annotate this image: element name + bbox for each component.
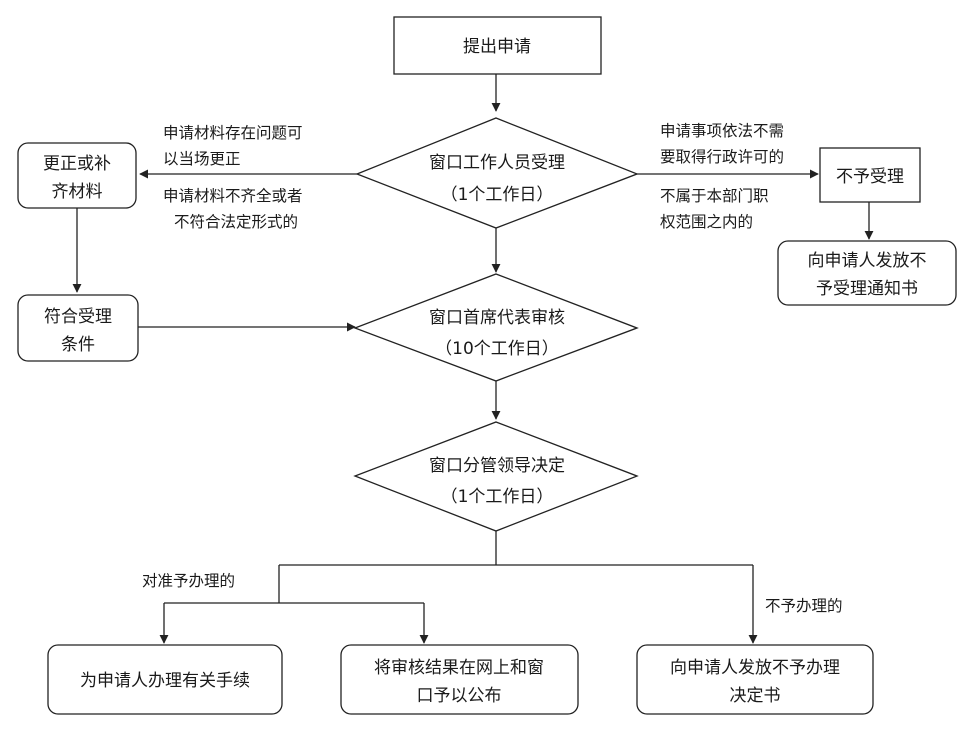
label-notdept-2: 权范围之内的 — [660, 213, 753, 231]
node-handle: 为申请人办理有关手续 — [47, 644, 283, 715]
label-noneed-2: 要取得行政许可的 — [660, 148, 784, 166]
label-deny: 不予办理的 — [765, 597, 843, 615]
node-deny-text-2: 决定书 — [730, 686, 781, 706]
label-incomplete-1: 申请材料不齐全或者 — [163, 187, 303, 205]
node-notice: 向申请人发放不 予受理通知书 — [777, 240, 957, 306]
node-publish-text-1: 将审核结果在网上和窗 — [374, 658, 544, 678]
node-correct: 更正或补 齐材料 — [17, 142, 137, 209]
node-deny: 向申请人发放不予办理 决定书 — [636, 644, 874, 715]
label-noneed-1: 申请事项依法不需 — [660, 122, 784, 140]
node-review-text-2: （10个工作日） — [435, 339, 559, 359]
node-publish: 将审核结果在网上和窗 口予以公布 — [340, 644, 579, 715]
label-notdept-1: 不属于本部门职 — [660, 187, 769, 205]
node-reject-text: 不予受理 — [836, 167, 904, 187]
node-correct-text-1: 更正或补 — [43, 154, 111, 174]
node-reject: 不予受理 — [819, 147, 921, 203]
label-incomplete-2: 不符合法定形式的 — [174, 213, 298, 231]
node-publish-text-2: 口予以公布 — [417, 686, 502, 706]
node-review: 窗口首席代表审核 （10个工作日） — [353, 273, 639, 382]
node-accept-text-1: 窗口工作人员受理 — [429, 153, 565, 173]
node-submit-text: 提出申请 — [463, 37, 531, 57]
edge-labels: 申请材料存在问题可 以当场更正 申请材料不齐全或者 不符合法定形式的 申请事项依… — [142, 122, 843, 615]
node-handle-text: 为申请人办理有关手续 — [80, 671, 250, 691]
connectors — [72, 74, 874, 644]
label-fix-2: 以当场更正 — [163, 150, 241, 168]
node-accept-text-2: （1个工作日） — [441, 185, 554, 205]
label-approve: 对准予办理的 — [142, 572, 235, 590]
node-qualified-text-1: 符合受理 — [44, 307, 112, 327]
node-deny-text-1: 向申请人发放不予办理 — [670, 658, 840, 678]
node-review-text-1: 窗口首席代表审核 — [429, 308, 565, 328]
node-notice-text-2: 予受理通知书 — [816, 279, 918, 299]
node-correct-text-2: 齐材料 — [52, 182, 103, 202]
label-fix-1: 申请材料存在问题可 — [163, 124, 303, 142]
node-accept: 窗口工作人员受理 （1个工作日） — [355, 117, 639, 229]
node-notice-text-1: 向申请人发放不 — [808, 251, 927, 271]
node-decide-text-1: 窗口分管领导决定 — [429, 456, 565, 476]
node-decide: 窗口分管领导决定 （1个工作日） — [353, 421, 639, 532]
node-qualified-text-2: 条件 — [61, 335, 95, 355]
node-qualified: 符合受理 条件 — [17, 294, 139, 362]
node-decide-text-2: （1个工作日） — [441, 487, 554, 507]
node-submit: 提出申请 — [393, 16, 602, 75]
